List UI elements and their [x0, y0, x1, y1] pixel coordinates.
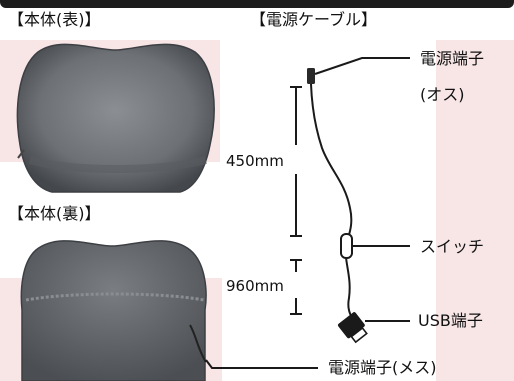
cushion-front-image — [16, 43, 215, 193]
callout-usb-terminal: USB端子 — [418, 311, 483, 330]
power-cable-drawing — [307, 68, 368, 344]
callout-power-terminal-male-note: (オス) — [420, 85, 465, 104]
heading-back: 【本体(裏)】 — [8, 204, 101, 223]
dimension-label-upper: 450mm — [226, 152, 284, 170]
dimension-label-lower: 960mm — [226, 277, 284, 295]
dimension-brackets — [290, 86, 302, 315]
pink-panel-right — [436, 40, 514, 381]
top-banner-bar — [0, 0, 514, 8]
callout-power-terminal-male: 電源端子 — [420, 49, 485, 68]
callout-lines — [205, 57, 410, 369]
callout-power-terminal-female: 電源端子(メス) — [328, 358, 437, 377]
heading-front: 【本体(表)】 — [8, 10, 101, 29]
heading-power-cable: 【電源ケーブル】 — [250, 10, 378, 29]
cushion-back-image — [20, 240, 207, 381]
callout-switch: スイッチ — [420, 237, 485, 256]
